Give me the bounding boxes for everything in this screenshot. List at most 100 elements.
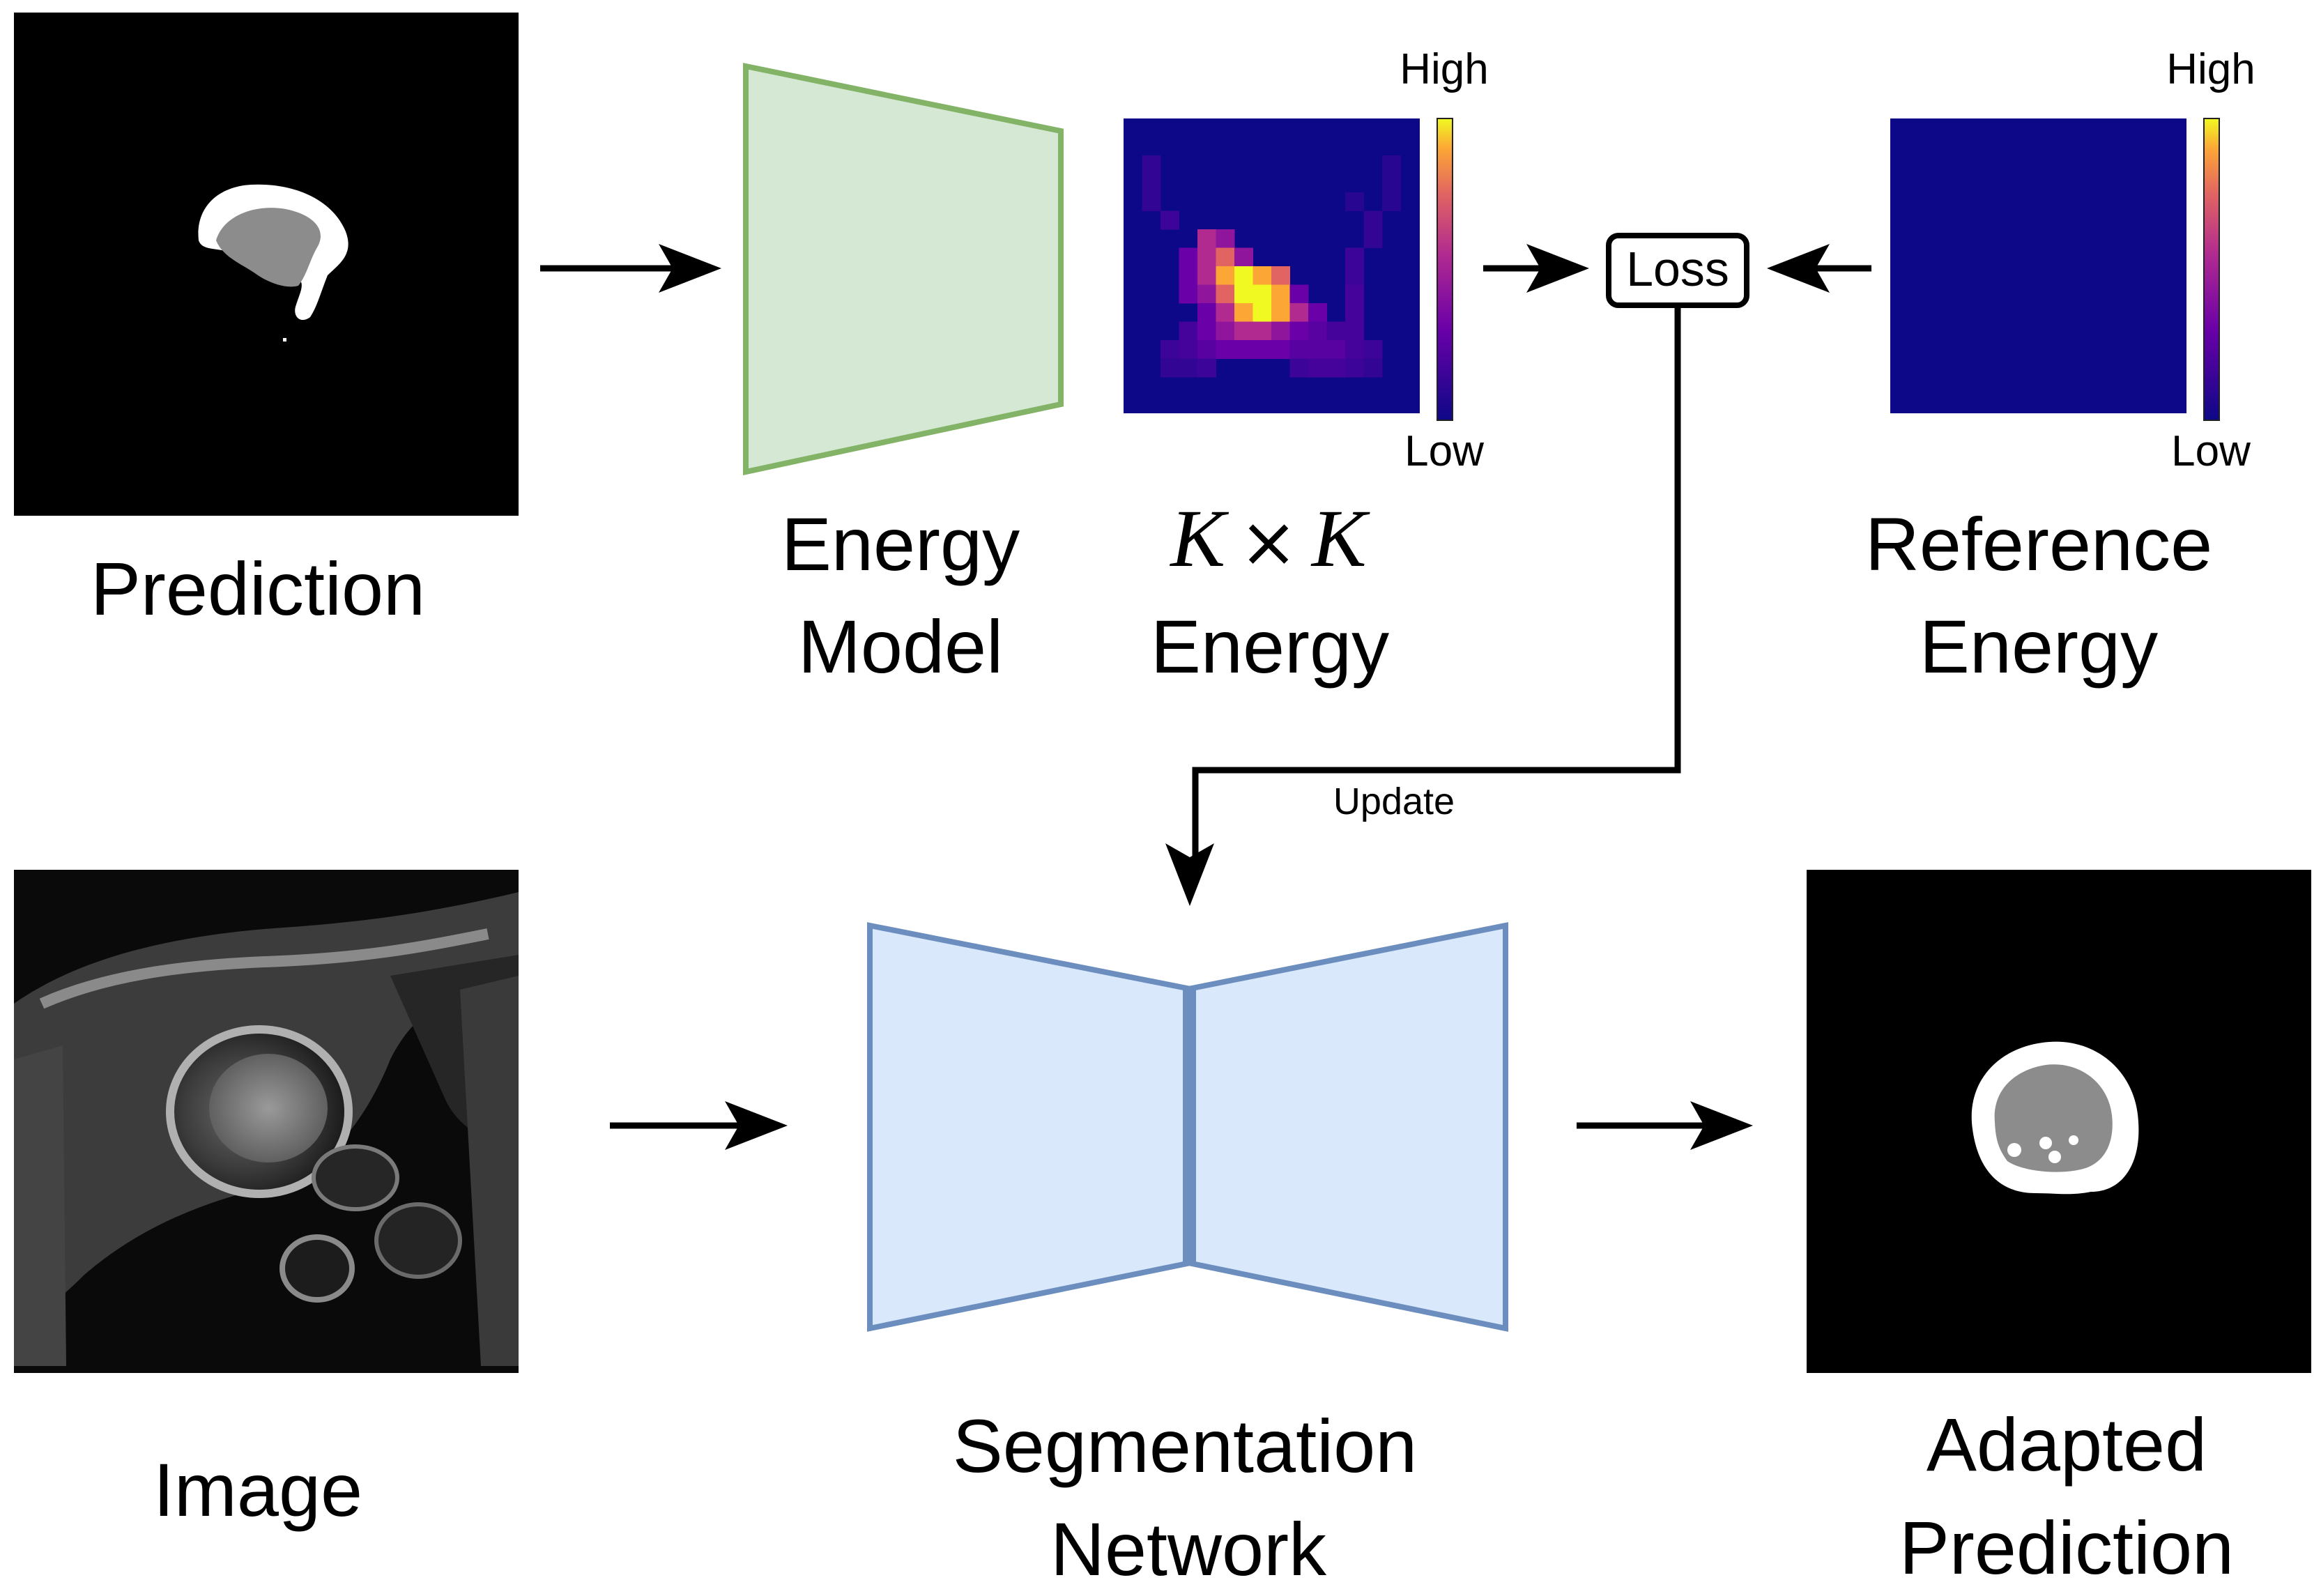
heatmap-cell <box>1160 210 1179 230</box>
heatmap-cell <box>1382 155 1401 174</box>
heatmap-cell <box>1234 266 1253 285</box>
reference-energy-label-line1: Reference <box>1865 502 2212 586</box>
reference-energy-label-line2: Energy <box>1920 604 2158 689</box>
mri-image <box>14 870 519 1373</box>
adapted-prediction-image <box>1807 870 2311 1373</box>
left-ventricle <box>209 1054 328 1163</box>
kk-label: K×K <box>1169 493 1370 584</box>
segnet-label-line1: Segmentation <box>953 1404 1417 1488</box>
heatmap-cell <box>1271 321 1290 341</box>
heatmap-cell <box>1363 229 1383 248</box>
prediction-label: Prediction <box>91 546 425 631</box>
heatmap-cell <box>1345 340 1364 359</box>
heatmap-cell <box>1216 229 1235 248</box>
energy-model-label-line1: Energy <box>781 502 1020 586</box>
heatmap-cell <box>1271 266 1290 285</box>
heatmap-cell <box>1289 321 1309 341</box>
heatmap-cell <box>1382 192 1401 211</box>
energy-model-shape <box>743 63 1064 475</box>
heatmap-cell <box>1271 284 1290 304</box>
image-label: Image <box>153 1448 362 1532</box>
heatmap-cell <box>1197 303 1216 322</box>
heatmap-cell <box>1253 321 1272 341</box>
kk-energy-label: Energy <box>1151 604 1389 689</box>
adapted-label-line1: Adapted <box>1926 1402 2207 1487</box>
heatmap-cell <box>1216 284 1235 304</box>
heatmap-cell <box>1345 358 1364 378</box>
heatmap-cell <box>1197 247 1216 267</box>
heatmap-cell <box>1216 247 1235 267</box>
heatmap-cell <box>1197 284 1216 304</box>
heatmap-cell <box>1289 284 1309 304</box>
heatmap-cell <box>1363 210 1383 230</box>
colorbar-2 <box>2203 118 2220 421</box>
heatmap-cell <box>1179 340 1198 359</box>
heatmap-cell <box>1160 358 1179 378</box>
heatmap-cell <box>1345 284 1364 304</box>
heatmap-cell <box>1142 192 1161 211</box>
heatmap-cell <box>1142 155 1161 174</box>
heatmap-cell <box>1197 340 1216 359</box>
heatmap-cell <box>1234 247 1253 267</box>
kk-k2: K <box>1310 493 1370 584</box>
heatmap-cell <box>1345 192 1364 211</box>
heatmap-cell <box>1363 340 1383 359</box>
heatmap-cell <box>1234 303 1253 322</box>
colorbar-2-high: High <box>2166 45 2255 93</box>
arrow-reference-to-loss <box>1767 244 1871 293</box>
heatmap-cell <box>1197 266 1216 285</box>
colorbar-1-high: High <box>1400 45 1489 93</box>
heatmap-cell <box>1345 247 1364 267</box>
heatmap-cell <box>1382 174 1401 193</box>
segnet-encoder <box>867 922 1190 1332</box>
prediction-image <box>14 13 519 516</box>
heatmap-cell <box>1197 358 1216 378</box>
cavity-mask <box>216 208 321 287</box>
heatmap-cell <box>1234 284 1253 304</box>
adapted-cavity <box>1994 1064 2113 1172</box>
loss-label: Loss <box>1626 242 1729 296</box>
heatmap-cell <box>1179 266 1198 285</box>
heatmap-cell <box>1289 340 1309 359</box>
segnet-label-line2: Network <box>1050 1507 1327 1591</box>
heatmap-cell <box>1289 303 1309 322</box>
heatmap-cell <box>1179 284 1198 304</box>
heatmap-cell <box>1308 321 1327 341</box>
heatmap-cell <box>1197 229 1216 248</box>
heatmap-cell <box>1308 303 1327 322</box>
heatmap-cell <box>1308 340 1327 359</box>
heatmap-cell <box>1216 303 1235 322</box>
heatmap-cell <box>1253 340 1272 359</box>
heatmap-cell <box>1326 321 1346 341</box>
heatmap-cell <box>1179 358 1198 378</box>
heatmap-cell <box>1179 247 1198 267</box>
colorbar-2-low: Low <box>2171 427 2251 475</box>
heatmap-cells <box>1142 155 1401 378</box>
heatmap-cell <box>1216 266 1235 285</box>
heatmap-cell <box>1160 340 1179 359</box>
kk-energy-heatmap <box>1124 118 1420 413</box>
heatmap-cell <box>1253 303 1272 322</box>
arrow-image-to-segnet <box>610 1101 788 1150</box>
heatmap-cell <box>1363 358 1383 378</box>
heatmap-cell <box>1345 266 1364 285</box>
update-label: Update <box>1333 781 1455 822</box>
colorbar-1 <box>1437 118 1453 421</box>
segnet-bottleneck <box>1183 988 1196 1264</box>
kk-times: × <box>1239 501 1298 583</box>
heatmap-cell <box>1345 303 1364 322</box>
segnet-decoder <box>1189 922 1508 1332</box>
arrow-segnet-to-adapted <box>1577 1101 1753 1150</box>
arrow-prediction-to-energy-model <box>540 244 721 293</box>
heatmap-cell <box>1234 321 1253 341</box>
heatmap-cell <box>1326 340 1346 359</box>
segmentation-network-shape <box>867 922 1508 1332</box>
adapted-label-line2: Prediction <box>1899 1505 2234 1590</box>
heatmap-cell <box>1216 321 1235 341</box>
heatmap-cell <box>1271 303 1290 322</box>
kk-k1: K <box>1169 493 1229 584</box>
heatmap-cell <box>1345 321 1364 341</box>
heatmap-cell <box>1289 358 1309 378</box>
heatmap-cell <box>1216 340 1235 359</box>
